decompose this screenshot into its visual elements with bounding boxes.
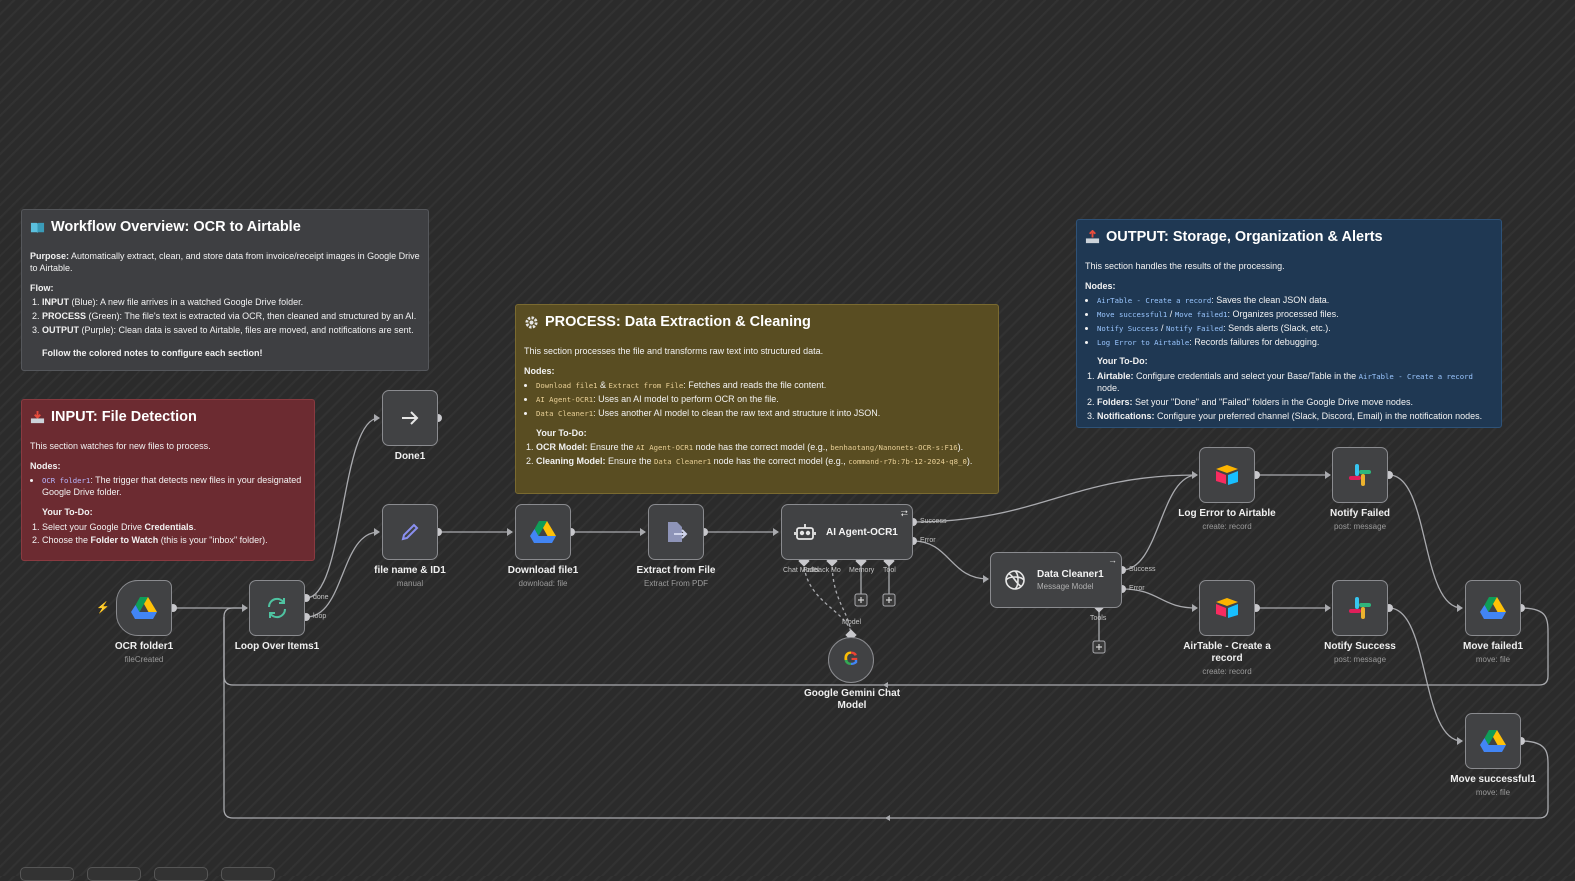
node-download-file[interactable] [515, 504, 571, 560]
openai-icon [1005, 570, 1025, 590]
port-done: done [313, 594, 329, 601]
arrow-right-icon [402, 411, 419, 425]
file-extract-icon [668, 522, 688, 542]
google-drive-icon [530, 520, 556, 543]
robot-icon [794, 524, 816, 540]
arrow-right-icon: → [1108, 555, 1117, 565]
port-memory: Memory [849, 567, 875, 574]
edge-movesuccess-loop-return [223, 617, 1549, 819]
node-notify-failed[interactable] [1332, 447, 1388, 503]
node-airtable-create[interactable] [1199, 580, 1255, 636]
port-loop: loop [313, 613, 327, 620]
port-cleaner-tools: Tools [1090, 615, 1107, 622]
slack-icon [1349, 464, 1371, 486]
node-notify-success[interactable] [1332, 580, 1388, 636]
gear-icon [524, 315, 539, 330]
slack-icon [1349, 597, 1371, 619]
trigger-bolt-icon: ⚡ [96, 602, 110, 614]
port-fallback-model: Fallback Mo [803, 567, 841, 574]
canvas-control-button[interactable] [87, 867, 141, 881]
node-extract-from-file[interactable] [648, 504, 704, 560]
node-loop-over-items[interactable] [249, 580, 305, 636]
canvas-control-button[interactable] [221, 867, 275, 881]
google-drive-icon [131, 596, 157, 619]
node-move-failed[interactable] [1465, 580, 1521, 636]
edge-agent-success-log [912, 474, 1198, 523]
node-data-cleaner[interactable]: Data Cleaner1 Message Model → [990, 552, 1122, 608]
port-model: Model [842, 619, 862, 626]
label-done: Done1 [394, 451, 426, 462]
loop-icon [267, 597, 287, 619]
pencil-icon [401, 523, 419, 541]
edge-loop-filename [305, 531, 380, 618]
edge-cleaner-error-create [1121, 588, 1198, 609]
port-agent-success: Success [920, 518, 947, 525]
google-drive-icon [1480, 596, 1506, 619]
note-title: OUTPUT: Storage, Organization & Alerts [1106, 229, 1383, 245]
google-icon: G [843, 649, 859, 670]
canvas-control-button[interactable] [20, 867, 74, 881]
node-ocr-folder[interactable] [116, 580, 172, 636]
note-input[interactable]: INPUT: File Detection This section watch… [21, 399, 315, 561]
edge-movefailed-loop-return [223, 607, 1549, 686]
edge-loop-done [305, 417, 380, 599]
node-file-name[interactable] [382, 504, 438, 560]
edge-arrow [885, 815, 890, 821]
retry-arrows-icon: ⮂ [900, 508, 908, 518]
note-output[interactable]: OUTPUT: Storage, Organization & Alerts T… [1076, 219, 1502, 428]
label-gemini: Google Gemini Chat Model [803, 688, 901, 711]
outbox-tray-icon [1085, 230, 1100, 245]
note-title: Workflow Overview: OCR to Airtable [51, 219, 301, 235]
note-workflow-overview[interactable]: Workflow Overview: OCR to Airtable Purpo… [21, 209, 429, 371]
airtable-icon [1216, 465, 1238, 485]
flow-item: PROCESS (Green): The file's text is extr… [42, 311, 420, 323]
canvas-control-button[interactable] [154, 867, 208, 881]
node-google-gemini[interactable]: G [828, 637, 874, 683]
node-log-error-airtable[interactable] [1199, 447, 1255, 503]
edge-agent-error-cleaner [912, 540, 989, 580]
edge-cleaner-success-log [1121, 474, 1198, 571]
note-title: PROCESS: Data Extraction & Cleaning [545, 314, 811, 330]
edge-notifysuccess-movesuccess [1388, 607, 1463, 742]
port-cleaner-success: Success [1129, 566, 1156, 573]
book-icon [30, 220, 45, 235]
port-cleaner-error: Error [1129, 585, 1145, 592]
port-tool: Tool [883, 567, 896, 574]
label-loop: Loop Over Items1 [234, 641, 320, 652]
note-title: INPUT: File Detection [51, 409, 197, 425]
airtable-icon [1216, 598, 1238, 618]
port-chat-model: Chat Model [783, 567, 819, 574]
node-done[interactable] [382, 390, 438, 446]
node-ai-agent-ocr[interactable]: AI Agent-OCR1 ⮂ [781, 504, 913, 560]
flow-item: OUTPUT (Purple): Clean data is saved to … [42, 325, 420, 337]
edge-notifyfailed-movefailed [1388, 474, 1463, 609]
edge-gemini-chatmodel [803, 560, 852, 633]
edge-arrow [883, 682, 888, 688]
node-move-successful[interactable] [1465, 713, 1521, 769]
edge-gemini-fallback [831, 560, 852, 633]
port-agent-error: Error [920, 537, 936, 544]
flow-item: INPUT (Blue): A new file arrives in a wa… [42, 297, 420, 309]
inbox-tray-icon [30, 410, 45, 425]
google-drive-icon [1480, 729, 1506, 752]
note-process[interactable]: PROCESS: Data Extraction & Cleaning This… [515, 304, 999, 494]
